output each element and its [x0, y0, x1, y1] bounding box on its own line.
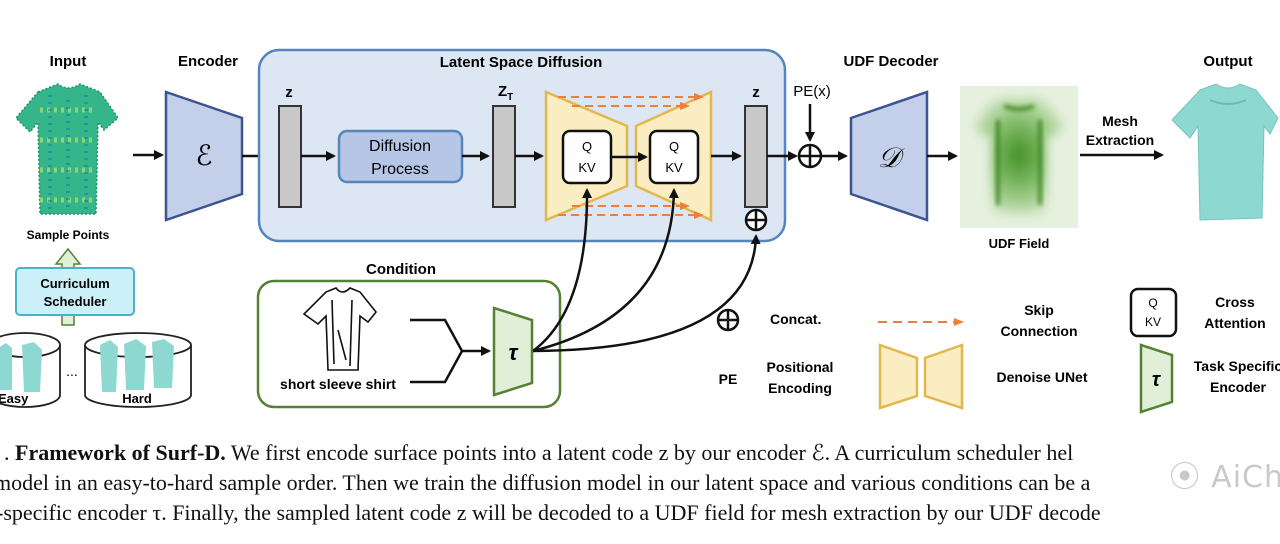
- arrow-tau-to-qkv2: [532, 188, 679, 353]
- output-title: Output: [1203, 53, 1252, 70]
- sample-points-label: Sample Points: [27, 228, 110, 242]
- qkv1-kv: KV: [578, 160, 596, 175]
- latent-space-diffusion-title: Latent Space Diffusion: [440, 54, 603, 71]
- caption-line-3: -specific encoder τ. Finally, the sample…: [0, 500, 1101, 525]
- legend-tau-symbol: τ: [1152, 369, 1162, 391]
- legend-unet-icon: [878, 343, 964, 410]
- encoder-symbol: ℰ: [196, 140, 213, 171]
- latent-zt-bar: [492, 105, 516, 208]
- qkv2-kv: KV: [665, 160, 683, 175]
- figure-caption: . Framework of Surf-D. We first encode s…: [0, 438, 1280, 528]
- encoder-title: Encoder: [178, 53, 238, 70]
- legend-skip-label-2: Connection: [1001, 323, 1078, 339]
- condition-text: short sleeve shirt: [280, 376, 396, 392]
- legend-unet-label: Denoise UNet: [996, 369, 1087, 385]
- surf-d-framework-diagram: Input Encoder UDF Decoder Output Sample …: [0, 48, 1280, 414]
- legend-pe-label-1: Positional: [767, 359, 834, 375]
- udf-decoder-block: [849, 90, 929, 222]
- hard-label: Hard: [122, 391, 152, 406]
- mesh-extraction-label-2: Extraction: [1086, 132, 1154, 148]
- watermark-icon: ⦿: [1169, 460, 1212, 495]
- legend-skip-label-1: Skip: [1024, 302, 1054, 318]
- task-specific-encoder-block: [492, 306, 534, 397]
- pe-x-label: PE(x): [793, 83, 831, 100]
- caption-line-2: model in an easy-to-hard sample order. T…: [0, 470, 1091, 495]
- udf-field-image: [960, 86, 1078, 228]
- legend-concat-label: Concat.: [770, 311, 821, 327]
- watermark: ⦿ AiCh: [1170, 452, 1280, 496]
- latent-z-bar: [278, 105, 302, 208]
- legend-pe-label-2: Encoding: [768, 380, 832, 396]
- zt-label: ZT: [498, 83, 513, 103]
- concat-symbol-pe: [797, 143, 823, 169]
- legend-cross-label-2: Attention: [1204, 315, 1265, 331]
- legend-q: Q: [1148, 296, 1157, 310]
- legend-cross-label-1: Cross: [1215, 294, 1255, 310]
- condition-title: Condition: [366, 261, 436, 278]
- legend-tau-icon: [1139, 343, 1174, 414]
- hard-samples-cylinder: [84, 332, 192, 408]
- qkv1-q: Q: [582, 139, 592, 154]
- concat-symbol-latent: [744, 208, 768, 232]
- legend-task-label-1: Task Specific: [1194, 358, 1280, 374]
- legend-kv: KV: [1145, 315, 1161, 329]
- cross-attention-box-2: [648, 129, 700, 185]
- mesh-extraction-label-1: Mesh: [1102, 113, 1138, 129]
- condition-text-line: [410, 350, 464, 384]
- shirt-sketch-icon: [302, 287, 378, 371]
- legend-pe-symbol: PE: [719, 371, 738, 387]
- tau-symbol: τ: [509, 340, 519, 365]
- z-label-output: z: [752, 84, 760, 101]
- curriculum-label-2: Scheduler: [44, 294, 107, 309]
- input-title: Input: [50, 53, 87, 70]
- curriculum-label-1: Curriculum: [40, 276, 109, 291]
- latent-z-output-bar: [744, 105, 768, 208]
- easy-label: Easy: [0, 391, 29, 406]
- udf-decoder-title: UDF Decoder: [843, 53, 938, 70]
- legend-qkv-icon: [1129, 287, 1178, 338]
- qkv2-q: Q: [669, 139, 679, 154]
- caption-line-1-text: We first encode surface points into a la…: [225, 440, 1074, 465]
- encoder-block: [164, 90, 244, 222]
- diffusion-label-1: Diffusion: [369, 138, 431, 155]
- curriculum-scheduler-box: [15, 267, 135, 316]
- legend-concat: [716, 308, 740, 332]
- easy-samples-cylinder: [0, 332, 61, 408]
- caption-title: Framework of Surf-D.: [15, 440, 226, 465]
- udf-field-label: UDF Field: [989, 236, 1050, 251]
- arrow-tau-to-qkv1: [532, 188, 593, 353]
- z-label-input: z: [285, 84, 293, 101]
- watermark-text: AiCh: [1211, 460, 1280, 495]
- caption-prefix: .: [4, 440, 15, 465]
- arrow-tau-to-concat: [532, 234, 761, 353]
- input-point-cloud-shirt: [14, 83, 120, 215]
- samples-ellipsis: ...: [66, 363, 78, 379]
- condition-image-line: [410, 318, 464, 352]
- legend-task-label-2: Encoder: [1210, 379, 1267, 395]
- diffusion-label-2: Process: [371, 161, 429, 178]
- output-shirt-mesh: [1171, 83, 1279, 221]
- caption-line-1: . Framework of Surf-D. We first encode s…: [4, 438, 1280, 468]
